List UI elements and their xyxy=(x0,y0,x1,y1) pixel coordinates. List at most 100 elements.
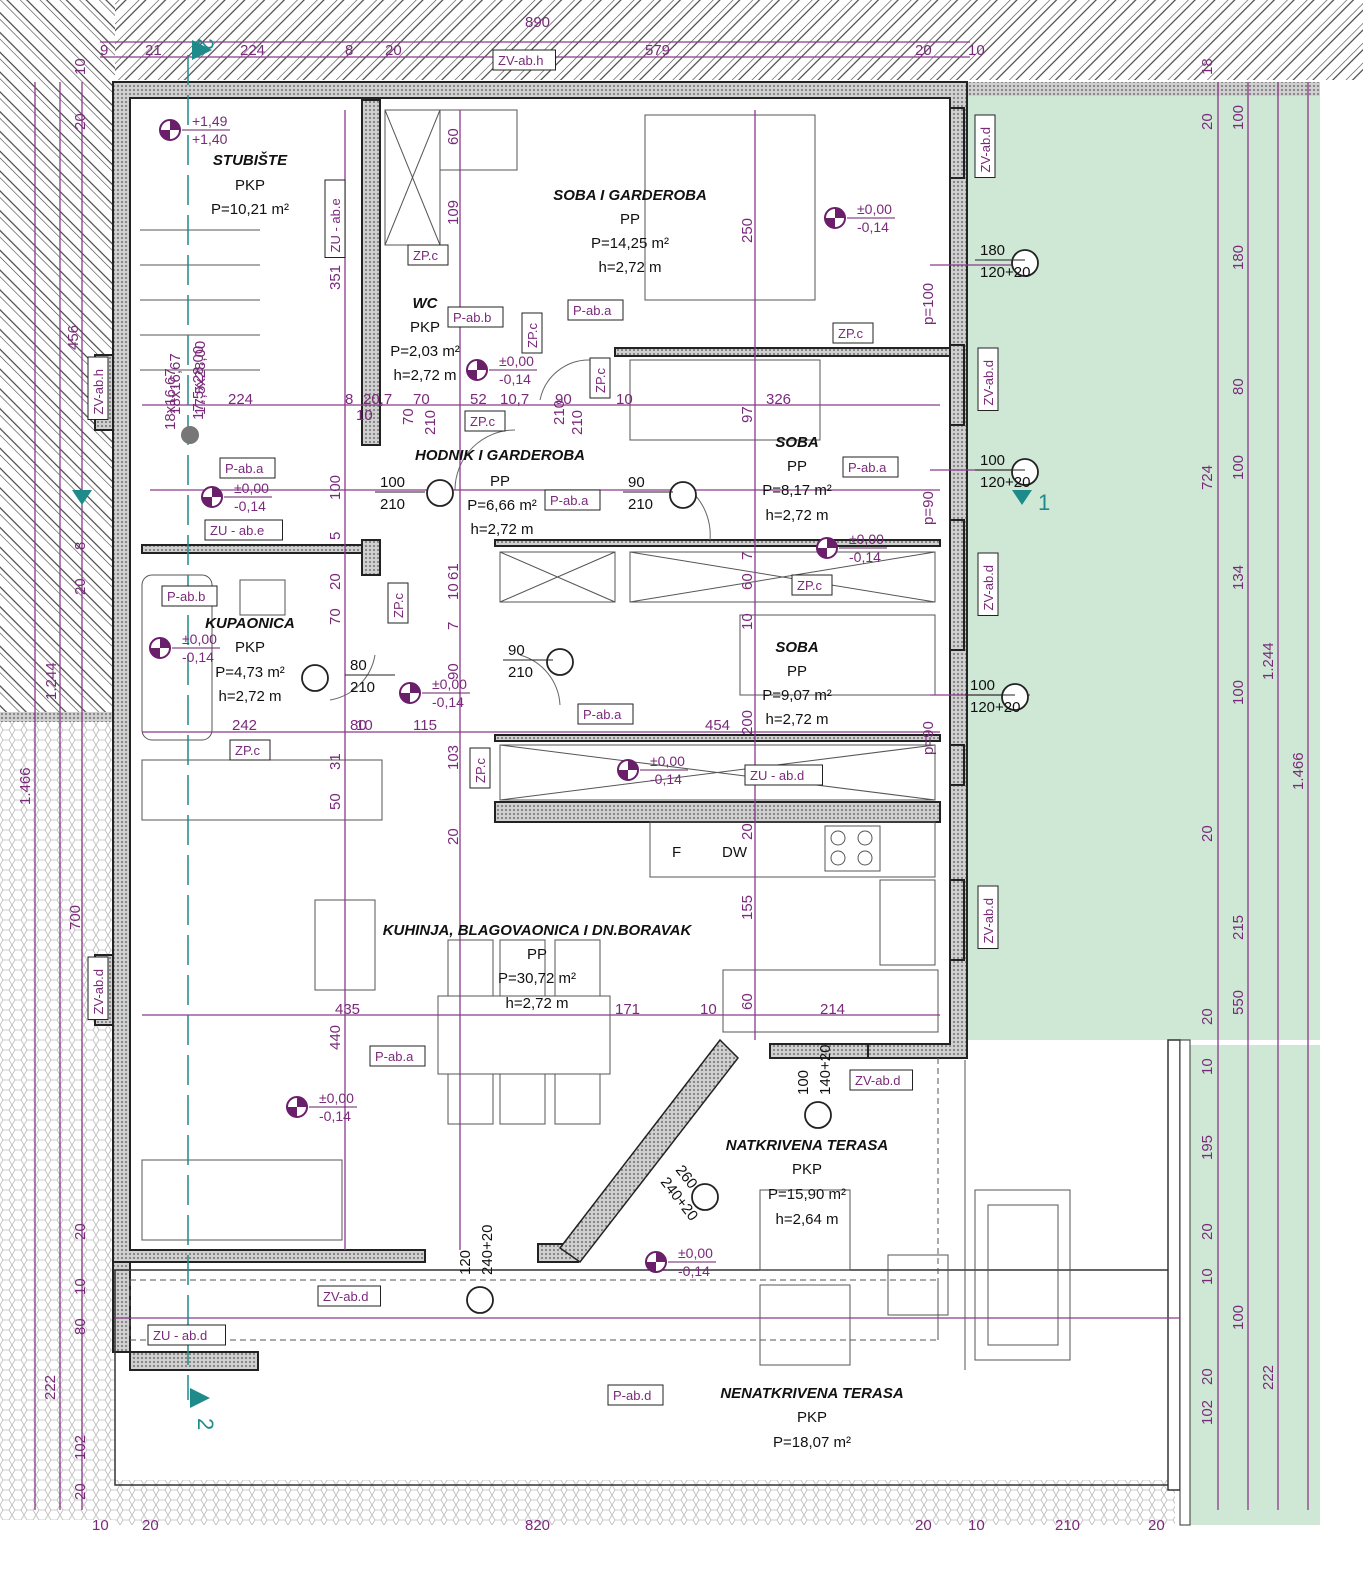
room-name-wc: WC xyxy=(413,295,439,312)
dimension-label: 222 xyxy=(42,1375,59,1400)
dimension-label: 1.244 xyxy=(43,662,60,700)
room-surface-hodnik: PP xyxy=(490,473,510,490)
material-tag-label: P-ab.a xyxy=(573,303,612,318)
material-tag: P-ab.d xyxy=(607,1384,664,1406)
material-tag-label: ZU - ab.e xyxy=(328,198,343,252)
material-tag: ZV-ab.d xyxy=(849,1069,913,1091)
opening-height: 120+20 xyxy=(980,264,1030,281)
level-marker: ±0,00-0,14 xyxy=(824,201,895,235)
opening-width: 100 xyxy=(970,677,995,694)
opening-height: 210 xyxy=(508,664,533,681)
dimension-label: 20 xyxy=(739,823,756,840)
material-tag: ZV-ab.d xyxy=(974,114,996,178)
room-area-soba-garderoba: P=14,25 m² xyxy=(591,235,669,252)
dimension-label: 20 xyxy=(72,578,89,595)
stair-start-dot xyxy=(181,426,199,444)
room-height-natkrivena: h=2,64 m xyxy=(776,1211,839,1228)
level-bottom: -0,14 xyxy=(234,498,266,514)
level-bottom: +1,40 xyxy=(192,131,228,147)
material-tag: ZV-ab.d xyxy=(87,956,109,1020)
material-tag: P-ab.a xyxy=(567,299,624,321)
dimension-label: 171 xyxy=(615,1001,640,1018)
opening-height: 210 xyxy=(628,496,653,513)
level-marker: ±0,00-0,14 xyxy=(149,631,220,665)
dimension-label: 60 xyxy=(739,573,756,590)
dimension-label: 456 xyxy=(65,325,82,350)
material-tag-label: ZU - ab.d xyxy=(153,1328,207,1343)
dimension-label: 20 xyxy=(1199,1223,1216,1240)
level-marker: ±0,00-0,14 xyxy=(399,676,470,710)
material-tag: ZV-ab.h xyxy=(492,49,556,71)
dimension-label: 20 xyxy=(142,1517,159,1534)
dimension-label: 97 xyxy=(739,406,756,423)
material-tag-label: ZV-ab.d xyxy=(981,898,996,944)
dimension-label: 90 xyxy=(445,663,462,680)
material-tag-label: ZU - ab.e xyxy=(210,523,264,538)
room-area-kupaonica: P=4,73 m² xyxy=(215,664,285,681)
dimension-label: 215 xyxy=(1230,915,1247,940)
appliance-dishwasher: DW xyxy=(722,844,748,861)
dimension-label: 10 xyxy=(356,717,373,734)
level-top: ±0,00 xyxy=(499,353,534,369)
section-label-2-top: 2 xyxy=(193,38,218,50)
dimension-label: 579 xyxy=(645,42,670,59)
dimension-label: 20 xyxy=(1199,1008,1216,1025)
opening-width: 100 xyxy=(380,474,405,491)
dimension-label: 10 xyxy=(72,58,89,75)
dimension-label: 890 xyxy=(525,14,550,31)
dimension-label: 17,5x28,00 xyxy=(190,346,207,420)
material-tag-label: ZP.c xyxy=(470,414,496,429)
material-tag: ZP.c xyxy=(229,739,271,761)
room-area-natkrivena: P=15,90 m² xyxy=(768,1186,846,1203)
material-tag: ZP.c xyxy=(469,747,491,789)
section-label-1: 1 xyxy=(1038,490,1050,515)
dimension-label: 180 xyxy=(1230,245,1247,270)
dimension-label: 109 xyxy=(445,200,462,225)
level-bottom: -0,14 xyxy=(432,694,464,710)
room-surface-soba1: PP xyxy=(787,458,807,475)
opening-height: 140+20 xyxy=(817,1045,834,1095)
material-tag-label: ZV-ab.d xyxy=(91,969,106,1015)
dimension-label: 8 xyxy=(345,42,353,59)
dimension-label: 102 xyxy=(72,1435,89,1460)
dimension-label: 10 xyxy=(968,42,985,59)
material-tag: ZU - ab.e xyxy=(204,519,283,541)
opening-symbol xyxy=(466,1286,494,1314)
dimension-label: 100 xyxy=(327,475,344,500)
material-tag-label: ZP.c xyxy=(413,248,439,263)
material-tag-label: ZV-ab.h xyxy=(91,369,106,415)
opening-width: 90 xyxy=(628,474,645,491)
material-tag: ZP.c xyxy=(791,574,833,596)
opening-width: 100 xyxy=(980,452,1005,469)
material-tag: ZV-ab.d xyxy=(317,1285,381,1307)
material-tag-label: P-ab.b xyxy=(167,589,205,604)
room-height-wc: h=2,72 m xyxy=(394,367,457,384)
level-marker: +1,49+1,40 xyxy=(159,113,230,147)
room-labels: STUBIŠTE PKP P=10,21 m² SOBA I GARDEROBA… xyxy=(205,151,904,1451)
dimension-label: 20 xyxy=(72,1483,89,1500)
section-line-2: 2 2 1 xyxy=(72,38,1050,1430)
dimension-label: 20 xyxy=(385,42,402,59)
dimension-label: p=100 xyxy=(920,283,937,325)
dimension-label: 31 xyxy=(327,753,344,770)
dimension-label: 60 xyxy=(445,128,462,145)
dimension-label: 195 xyxy=(1199,1135,1216,1160)
room-name-natkrivena: NATKRIVENA TERASA xyxy=(726,1137,889,1154)
dimension-label: 80 xyxy=(72,1318,89,1335)
dimension-label: 115 xyxy=(413,717,437,734)
room-name-stubiste: STUBIŠTE xyxy=(213,151,288,169)
dimension-label: 20 xyxy=(915,42,932,59)
room-area-soba1: P=8,17 m² xyxy=(762,482,832,499)
level-markers: +1,49+1,40±0,00-0,14±0,00-0,14±0,00-0,14… xyxy=(149,113,895,1279)
dimension-label: 50 xyxy=(327,793,344,810)
dimension-label: p=90 xyxy=(920,491,937,525)
material-tag: ZU - ab.e xyxy=(324,179,346,258)
dimension-label: 550 xyxy=(1230,990,1247,1015)
dimension-label: 103 xyxy=(445,745,462,770)
dimension-label: 20 xyxy=(1148,1517,1165,1534)
dimension-label: 90 xyxy=(555,391,572,408)
dimension-label: 20 xyxy=(1199,113,1216,130)
